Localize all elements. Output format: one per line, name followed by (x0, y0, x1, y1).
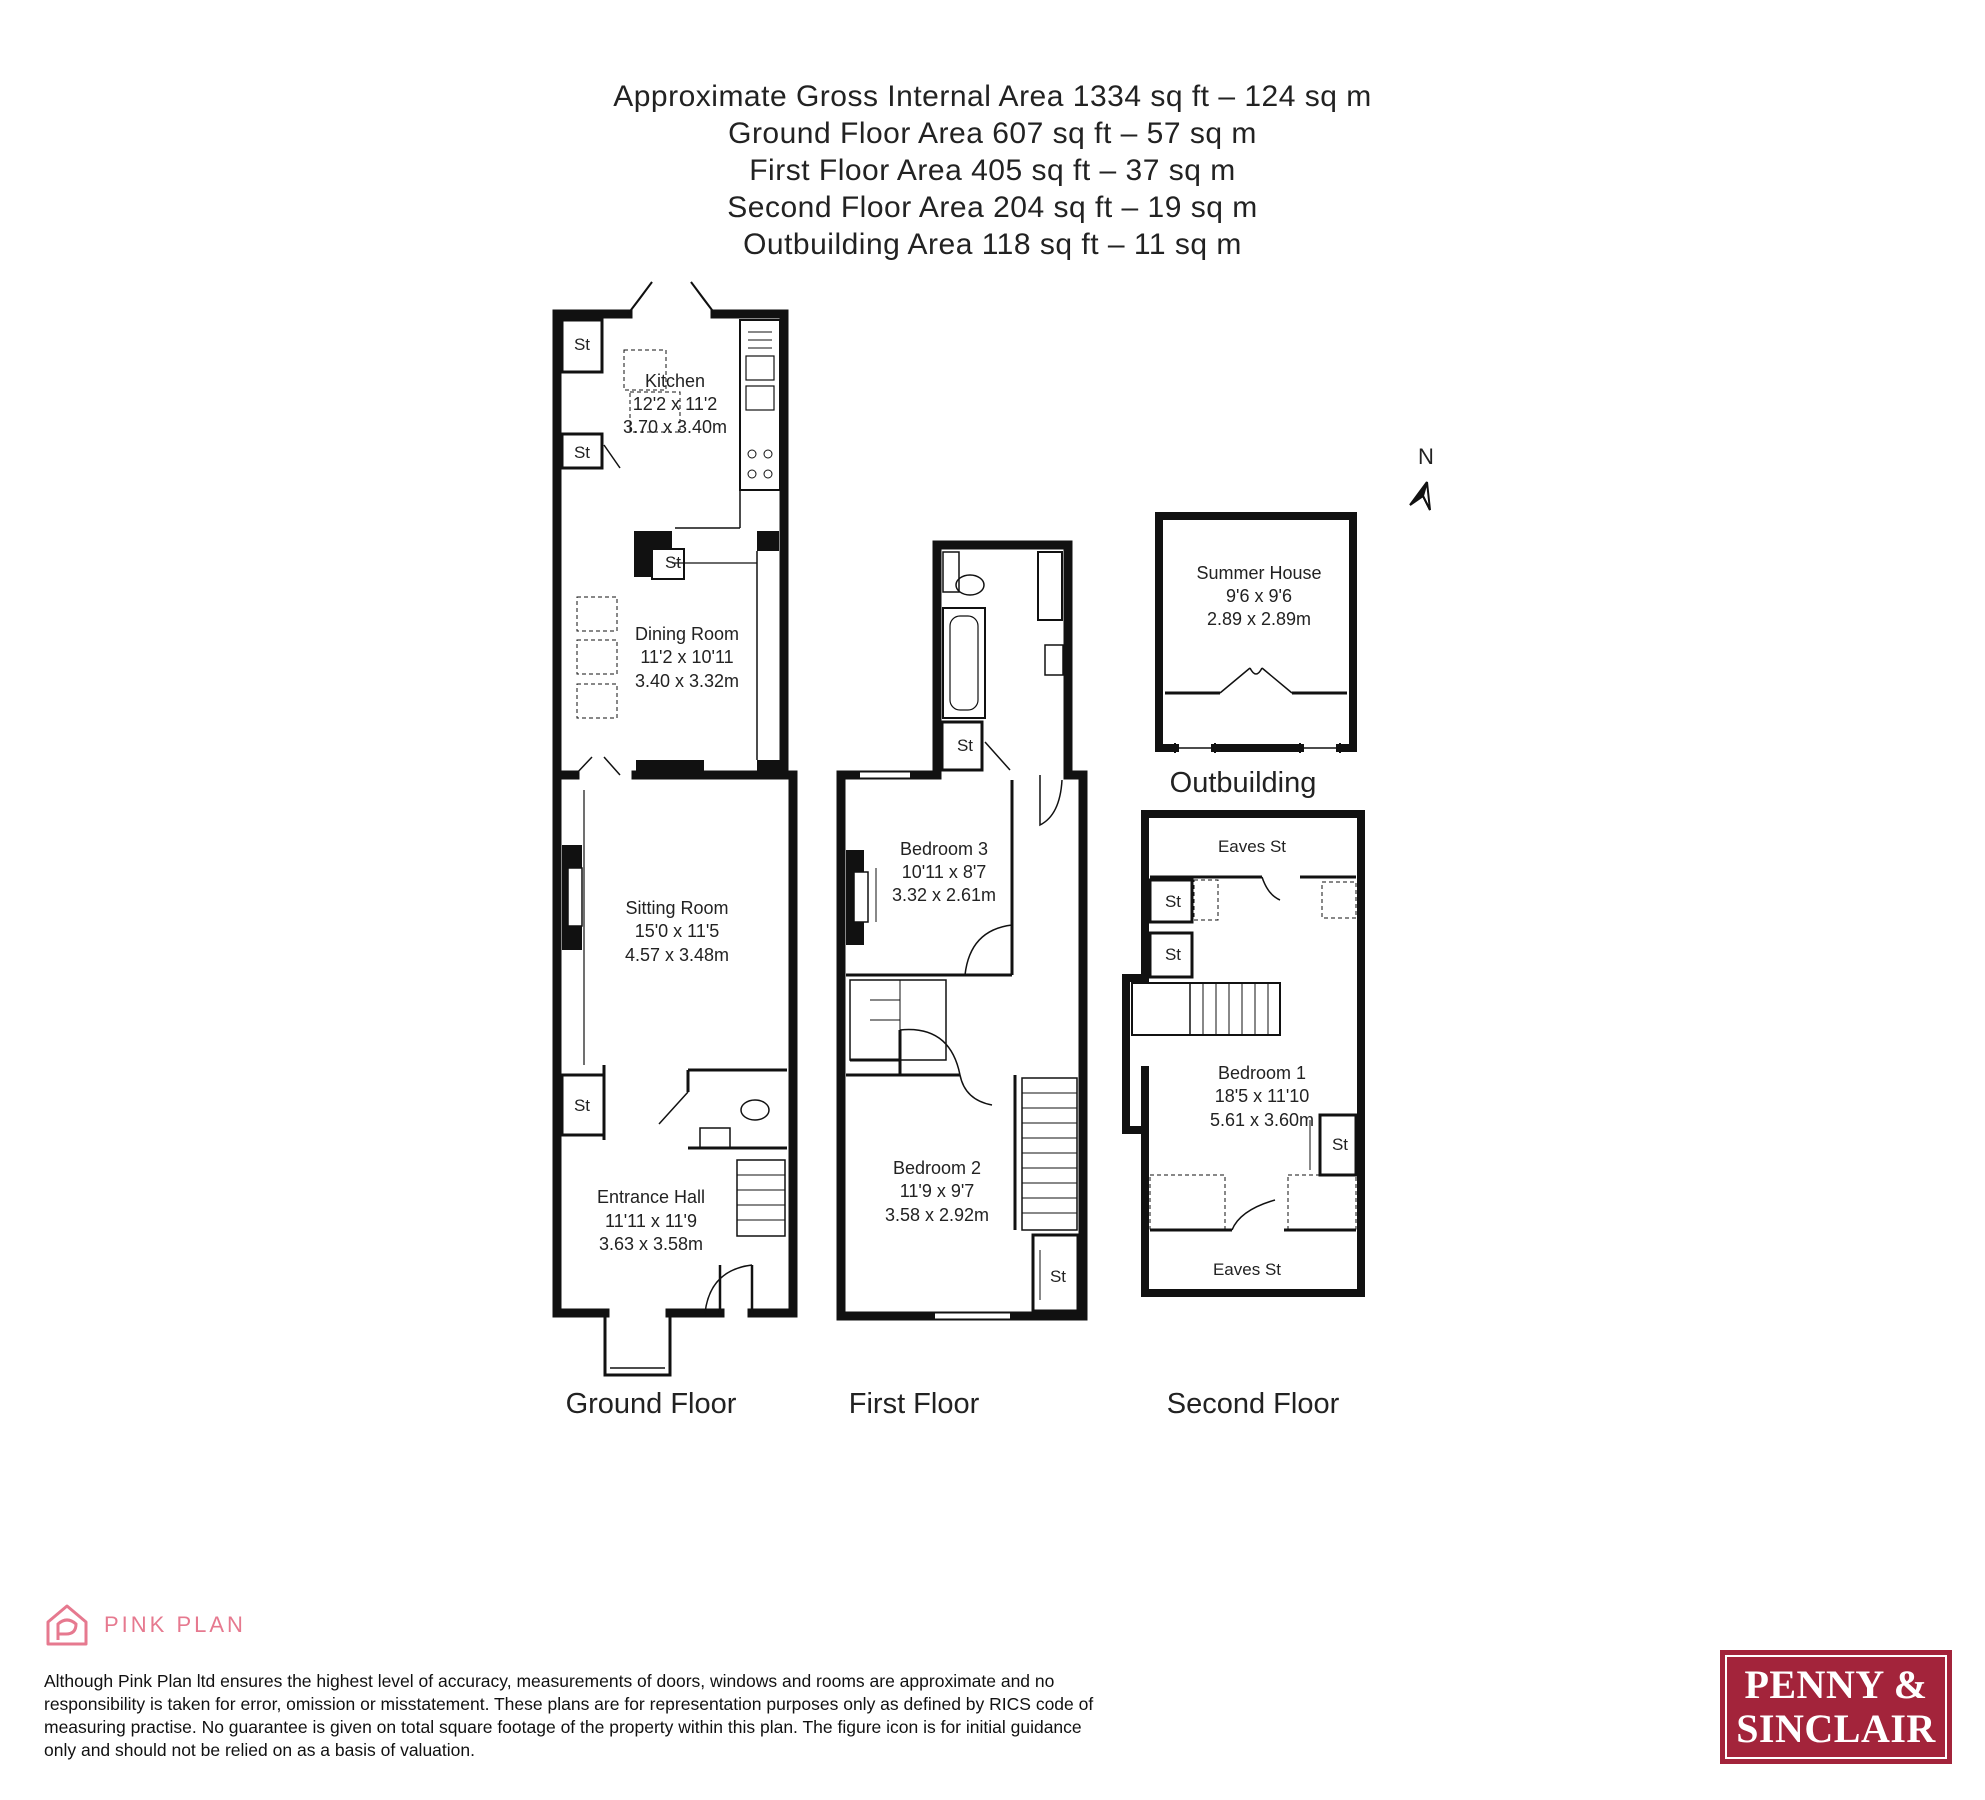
bedroom2-imperial: 11'9 x 9'7 (900, 1181, 975, 1201)
gross-area: Approximate Gross Internal Area 1334 sq … (613, 80, 1372, 113)
store-label: St (574, 335, 590, 354)
store-label: St (1050, 1267, 1066, 1286)
store-label: St (1165, 945, 1181, 964)
bedroom1-name: Bedroom 1 (1218, 1063, 1306, 1083)
sitting-imperial: 15'0 x 11'5 (635, 921, 720, 941)
hall-name: Entrance Hall (597, 1187, 705, 1207)
store-label: St (1332, 1135, 1348, 1154)
store-label: St (665, 553, 681, 572)
sitting-name: Sitting Room (625, 898, 728, 918)
ground-floor-label: Ground Floor (566, 1388, 737, 1420)
pink-plan-house-icon (46, 1604, 88, 1646)
outbuilding-area: Outbuilding Area 118 sq ft – 11 sq m (743, 228, 1242, 261)
area-summary: Approximate Gross Internal Area 1334 sq … (0, 78, 1985, 263)
bedroom1-imperial: 18'5 x 11'10 (1215, 1086, 1310, 1106)
summer-name: Summer House (1196, 563, 1321, 583)
north-arrow-icon: N (1409, 444, 1434, 511)
sitting-metric: 4.57 x 3.48m (625, 945, 729, 965)
agent-name-line1: PENNY & (1744, 1662, 1928, 1707)
summer-metric: 2.89 x 2.89m (1207, 609, 1311, 629)
bedroom3-imperial: 10'11 x 8'7 (902, 862, 987, 882)
dining-imperial: 11'2 x 10'11 (640, 647, 733, 667)
second-floor-label: Second Floor (1167, 1388, 1340, 1420)
store-label: St (574, 1096, 590, 1115)
bedroom3-name: Bedroom 3 (900, 839, 988, 859)
north-label: N (1418, 444, 1434, 469)
hall-imperial: 11'11 x 11'9 (605, 1211, 697, 1231)
eaves-store-label: Eaves St (1213, 1260, 1281, 1279)
hall-metric: 3.63 x 3.58m (599, 1234, 703, 1254)
store-label: St (574, 443, 590, 462)
store-label: St (957, 736, 973, 755)
first-floor-area: First Floor Area 405 sq ft – 37 sq m (749, 154, 1236, 187)
pink-plan-logo: PINK PLAN (44, 1602, 246, 1648)
ground-floor-plan (552, 281, 798, 1377)
pink-plan-brand: PINK PLAN (104, 1612, 246, 1637)
bedroom1-metric: 5.61 x 3.60m (1210, 1110, 1314, 1130)
ground-floor-area: Ground Floor Area 607 sq ft – 57 sq m (728, 117, 1257, 150)
kitchen-name: Kitchen (645, 371, 705, 391)
second-floor-plan (1122, 810, 1365, 1297)
first-floor-label: First Floor (849, 1388, 980, 1420)
disclaimer-text: Although Pink Plan ltd ensures the highe… (44, 1671, 1094, 1760)
eaves-store-label: Eaves St (1218, 837, 1286, 856)
kitchen-metric: 3.70 x 3.40m (623, 417, 727, 437)
bedroom2-name: Bedroom 2 (893, 1158, 981, 1178)
outbuilding-plan (1155, 512, 1357, 753)
bedroom2-metric: 3.58 x 2.92m (885, 1205, 989, 1225)
summer-imperial: 9'6 x 9'6 (1226, 586, 1292, 606)
kitchen-imperial: 12'2 x 11'2 (633, 394, 718, 414)
first-floor-plan (836, 540, 1088, 1321)
bedroom3-metric: 3.32 x 2.61m (892, 885, 996, 905)
store-label: St (1165, 892, 1181, 911)
agent-name-line2: SINCLAIR (1736, 1706, 1936, 1751)
dining-name: Dining Room (635, 624, 739, 644)
room-labels: Kitchen 12'2 x 11'2 3.70 x 3.40m Dining … (574, 335, 1348, 1286)
second-floor-area: Second Floor Area 204 sq ft – 19 sq m (727, 191, 1258, 224)
outbuilding-label: Outbuilding (1170, 767, 1317, 799)
dining-metric: 3.40 x 3.32m (635, 671, 739, 691)
penny-sinclair-logo: PENNY & SINCLAIR (1720, 1650, 1952, 1764)
